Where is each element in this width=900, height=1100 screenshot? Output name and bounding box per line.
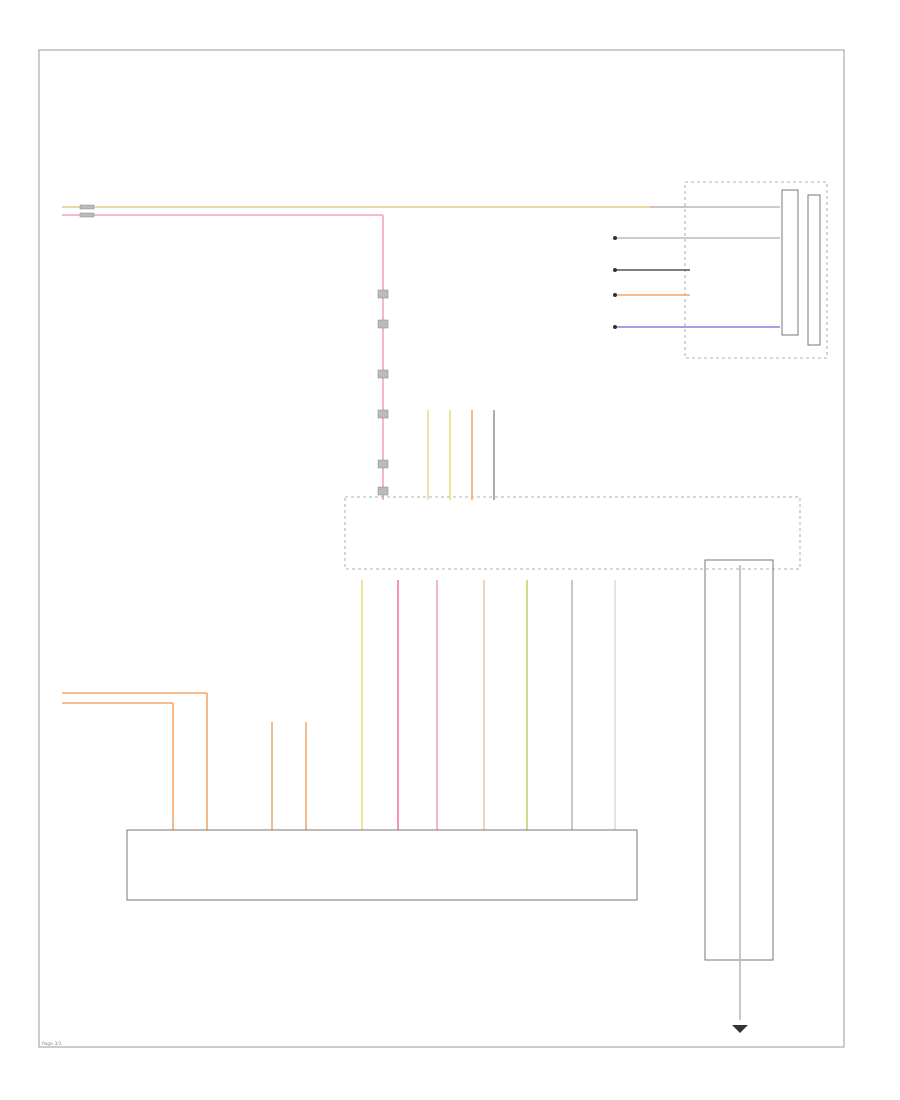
connector-pin xyxy=(79,204,95,210)
splice-dot xyxy=(613,268,617,272)
connector-pin xyxy=(377,459,389,469)
connector-pin xyxy=(377,289,389,299)
splice-dot xyxy=(613,325,617,329)
ground-harness-box xyxy=(704,559,774,961)
connector-pin xyxy=(79,212,95,218)
splice-dot xyxy=(613,236,617,240)
connector-pin xyxy=(377,486,389,496)
splice-dot xyxy=(613,293,617,297)
connector-pin xyxy=(377,409,389,419)
instrument-cluster-box xyxy=(684,181,828,359)
diagram-frame xyxy=(38,49,845,1048)
bottom-module-box xyxy=(126,829,638,901)
bcm-connector-box xyxy=(344,496,801,570)
connector-pin xyxy=(377,369,389,379)
ground-symbol xyxy=(732,1025,748,1033)
page-label: Page 3/3 xyxy=(42,1041,62,1047)
cluster-inner-box-2 xyxy=(807,194,821,346)
connector-pin xyxy=(377,319,389,329)
cluster-inner-box xyxy=(781,189,799,336)
